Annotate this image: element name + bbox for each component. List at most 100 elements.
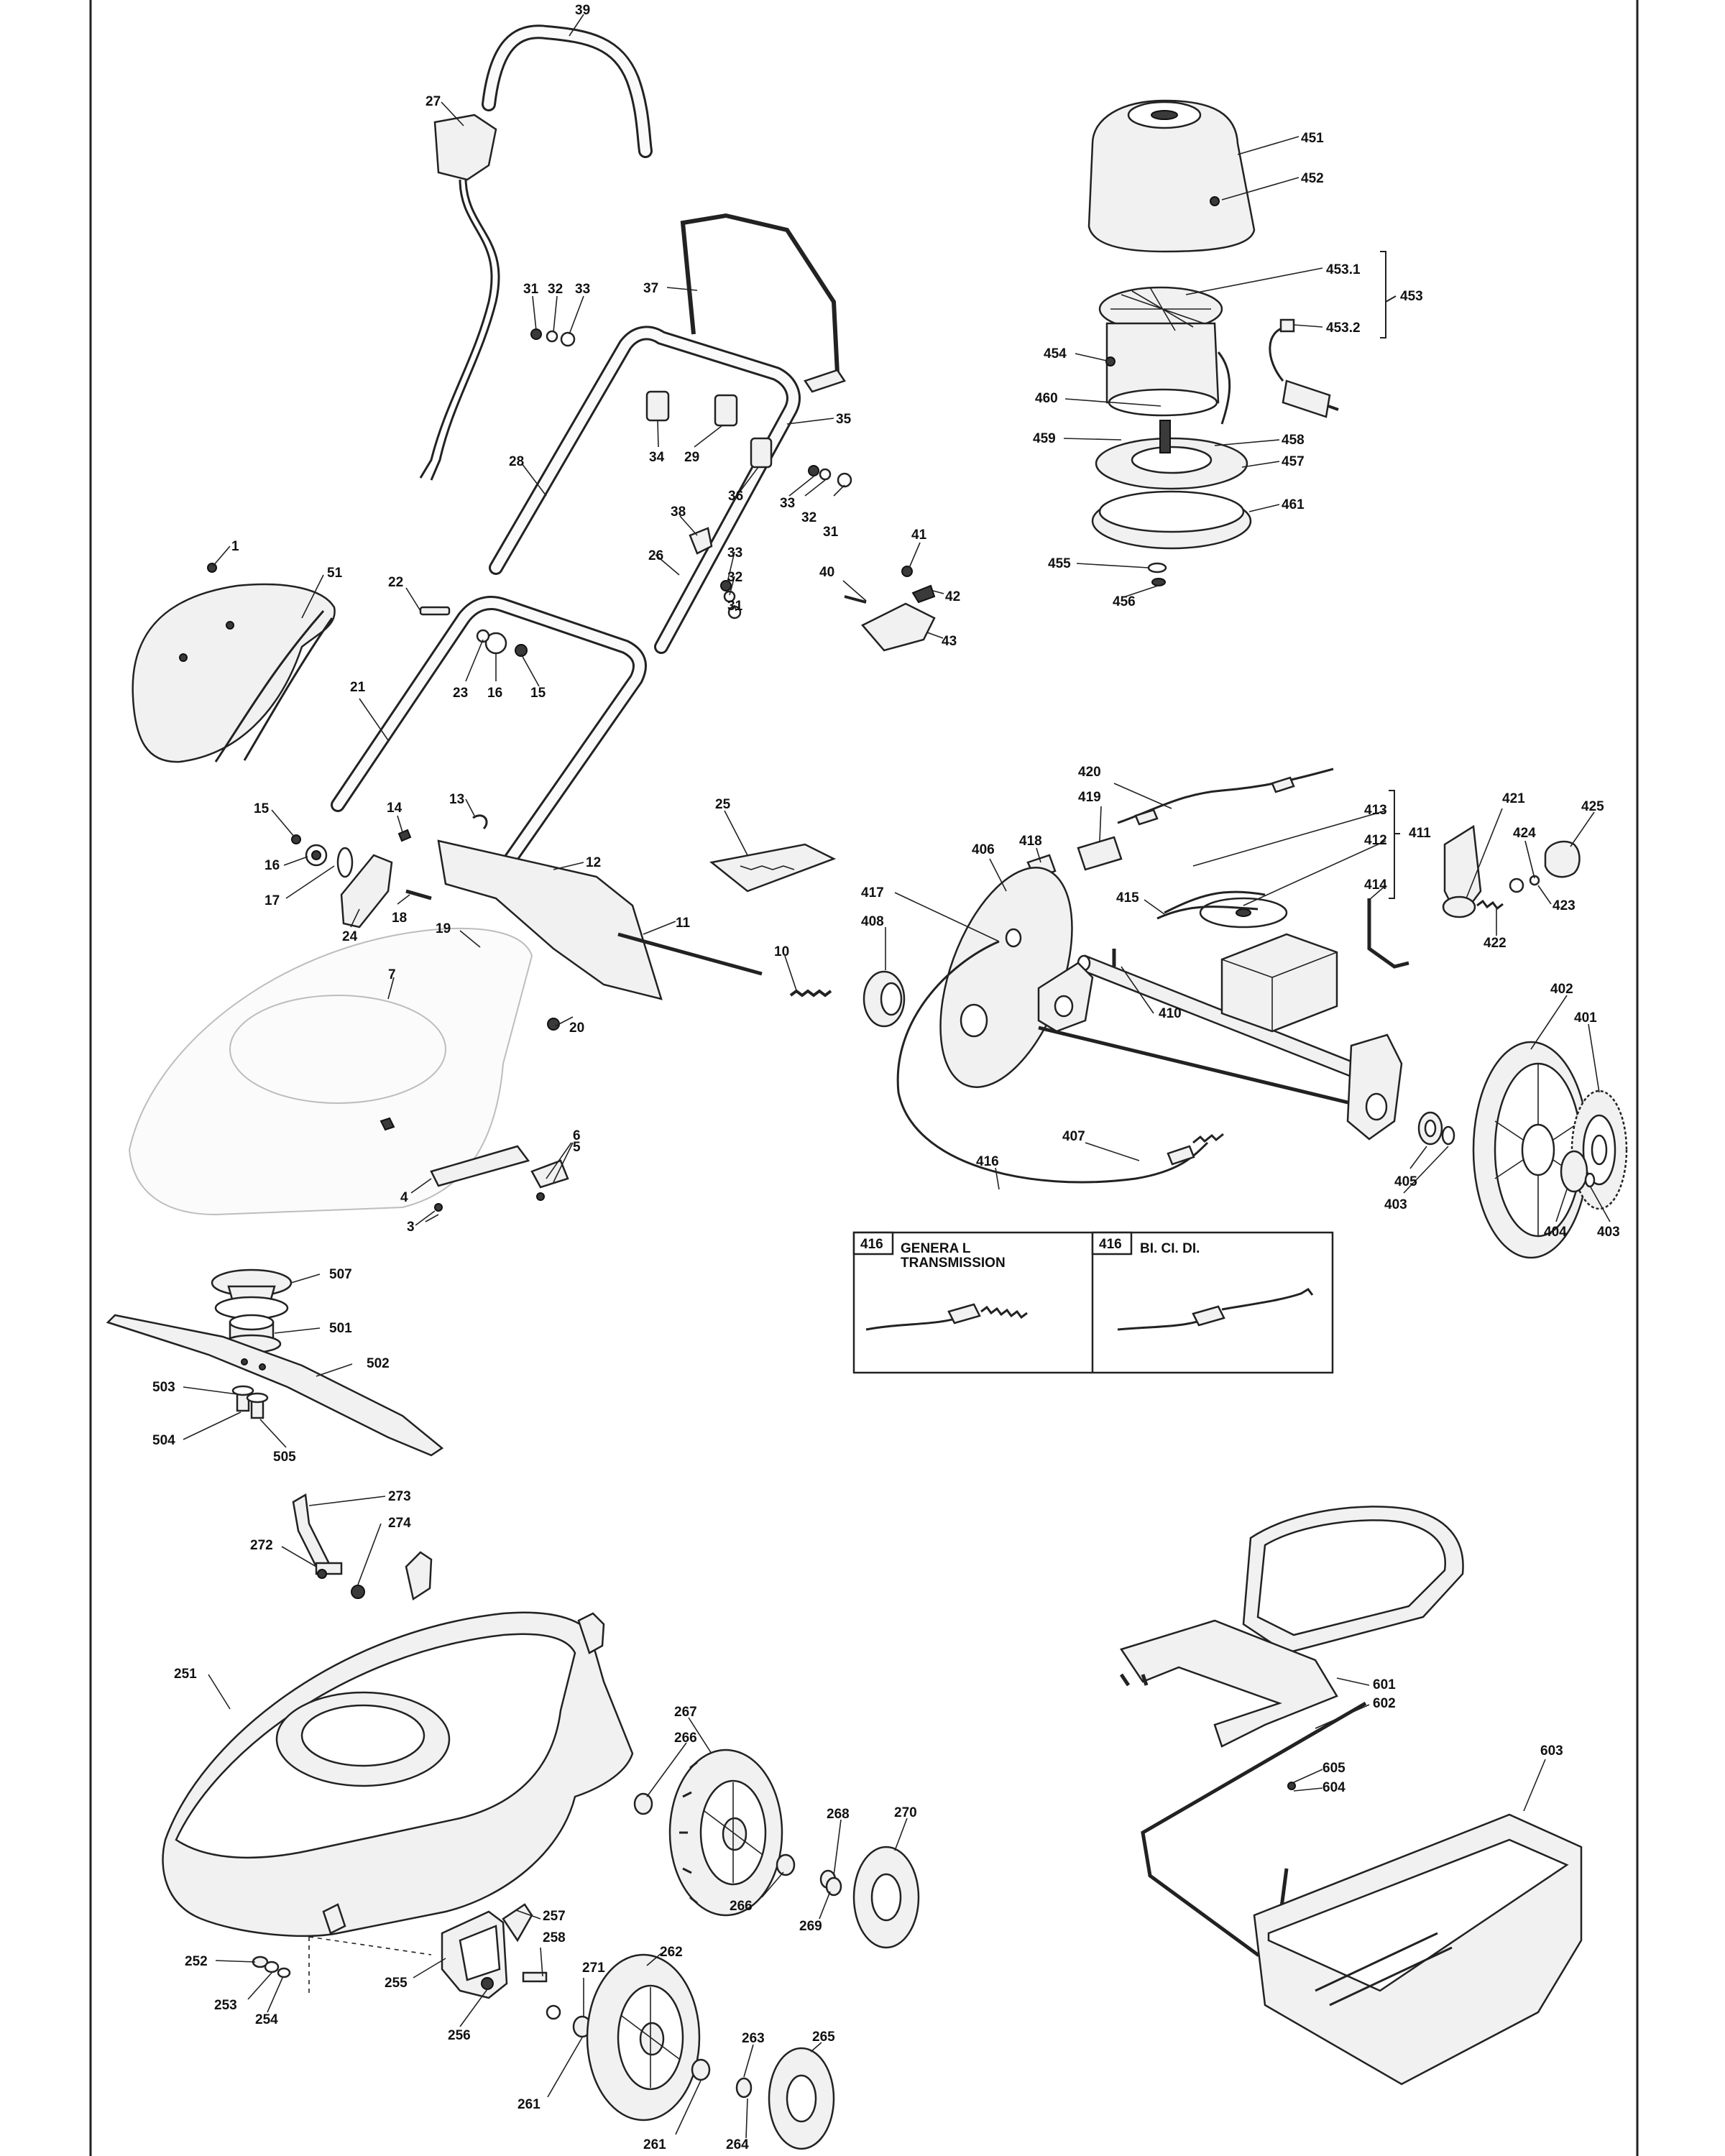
label-25: 25 <box>715 797 731 812</box>
label-252: 252 <box>185 1954 208 1969</box>
capacitor-453.2 <box>1269 318 1339 418</box>
label-6: 6 <box>573 1128 581 1143</box>
rear-flap-51 <box>132 583 336 763</box>
label-11: 11 <box>676 916 691 931</box>
label-40: 40 <box>819 565 834 580</box>
label-20: 20 <box>569 1021 584 1036</box>
label-411: 411 <box>1409 826 1431 841</box>
pinion-408 <box>862 970 906 1028</box>
label-425: 425 <box>1581 799 1604 814</box>
label-459: 459 <box>1033 431 1056 446</box>
blade-adapter-507 <box>211 1268 293 1320</box>
label-42: 42 <box>945 589 960 604</box>
label-403: 403 <box>1597 1225 1620 1240</box>
label-422: 422 <box>1484 936 1506 951</box>
inset-left-title-line1: GENERA L <box>901 1241 971 1256</box>
label-267: 267 <box>674 1705 697 1720</box>
label-266: 266 <box>730 1899 753 1914</box>
label-13: 13 <box>449 792 464 807</box>
label-504: 504 <box>152 1433 175 1448</box>
label-273: 273 <box>388 1489 411 1504</box>
shift-lever-421 <box>1442 824 1581 918</box>
label-403: 403 <box>1384 1197 1407 1212</box>
gearbox-412 <box>1156 890 1338 1033</box>
front-wheel-parts-266-270 <box>633 1792 920 1949</box>
label-41: 41 <box>911 528 927 543</box>
label-1: 1 <box>231 539 239 554</box>
label-270: 270 <box>894 1805 917 1820</box>
label-401: 401 <box>1574 1010 1597 1026</box>
motor-453.1 <box>1098 286 1231 425</box>
label-455: 455 <box>1048 556 1071 571</box>
label-402: 402 <box>1550 982 1573 997</box>
label-7: 7 <box>388 967 396 982</box>
bag-of-hardware-25 <box>709 843 837 893</box>
mower-deck-251 <box>162 1551 634 1994</box>
label-3: 3 <box>407 1220 415 1235</box>
pivot-arm-407 <box>1038 1026 1403 1141</box>
label-269: 269 <box>799 1919 822 1934</box>
ghost-deck-outline <box>128 927 569 1222</box>
label-12: 12 <box>586 855 601 870</box>
label-39: 39 <box>575 3 590 18</box>
label-410: 410 <box>1159 1006 1182 1021</box>
switch-box-27 <box>419 114 500 481</box>
inset-left-code: 416 <box>860 1237 883 1252</box>
label-16: 16 <box>487 686 502 701</box>
label-264: 264 <box>726 2137 749 2152</box>
label-16: 16 <box>264 858 280 873</box>
fan-pulley-461 <box>1091 490 1252 586</box>
label-33: 33 <box>727 545 742 561</box>
label-265: 265 <box>812 2030 835 2045</box>
inset-labels: 416 GENERA L TRANSMISSION 416 BI. CI. DI… <box>860 1237 1200 1271</box>
label-28: 28 <box>509 454 524 469</box>
part-number-labels: 39 27 37 31 32 33 34 29 35 36 33 32 31 2… <box>152 3 1620 2152</box>
label-452: 452 <box>1301 171 1324 186</box>
label-272: 272 <box>250 1538 273 1553</box>
label-419: 419 <box>1078 790 1101 805</box>
drive-disc-406 <box>939 867 1073 1088</box>
label-507: 507 <box>329 1267 352 1282</box>
inset-right-code: 416 <box>1099 1237 1122 1252</box>
cable-variant-inset <box>852 1231 1334 1374</box>
label-604: 604 <box>1322 1780 1346 1795</box>
label-460: 460 <box>1035 391 1058 406</box>
label-15: 15 <box>530 686 546 701</box>
label-51: 51 <box>327 566 343 581</box>
label-253: 253 <box>214 1998 237 2013</box>
label-457: 457 <box>1282 454 1305 469</box>
label-21: 21 <box>350 680 366 695</box>
label-254: 254 <box>255 2012 278 2027</box>
label-413: 413 <box>1364 803 1387 818</box>
label-15: 15 <box>254 801 270 816</box>
label-33: 33 <box>575 282 590 297</box>
shift-rod-414 <box>1367 898 1409 969</box>
label-414: 414 <box>1364 877 1387 893</box>
label-406: 406 <box>972 842 995 857</box>
label-261: 261 <box>518 2097 540 2112</box>
label-268: 268 <box>827 1807 850 1822</box>
label-412: 412 <box>1364 833 1387 848</box>
label-255: 255 <box>385 1976 408 1991</box>
label-407: 407 <box>1062 1129 1085 1144</box>
upper-handle-39 <box>482 24 653 158</box>
label-258: 258 <box>543 1930 566 1945</box>
middle-handle-26 <box>489 326 801 654</box>
label-503: 503 <box>152 1380 175 1395</box>
drive-cable-420 <box>1117 768 1334 826</box>
motor-cover-451 <box>1087 99 1256 253</box>
label-32: 32 <box>801 510 816 525</box>
label-36: 36 <box>728 489 743 504</box>
label-454: 454 <box>1044 346 1067 361</box>
label-453: 453 <box>1400 289 1423 304</box>
label-23: 23 <box>453 686 468 701</box>
label-601: 601 <box>1373 1677 1396 1692</box>
label-461: 461 <box>1282 497 1305 512</box>
handle-fasteners <box>207 328 852 657</box>
label-10: 10 <box>774 944 789 959</box>
blade-hub-501 <box>221 1314 282 1354</box>
label-4: 4 <box>400 1190 408 1205</box>
label-505: 505 <box>273 1450 296 1465</box>
label-251: 251 <box>174 1667 197 1682</box>
label-24: 24 <box>342 929 358 944</box>
